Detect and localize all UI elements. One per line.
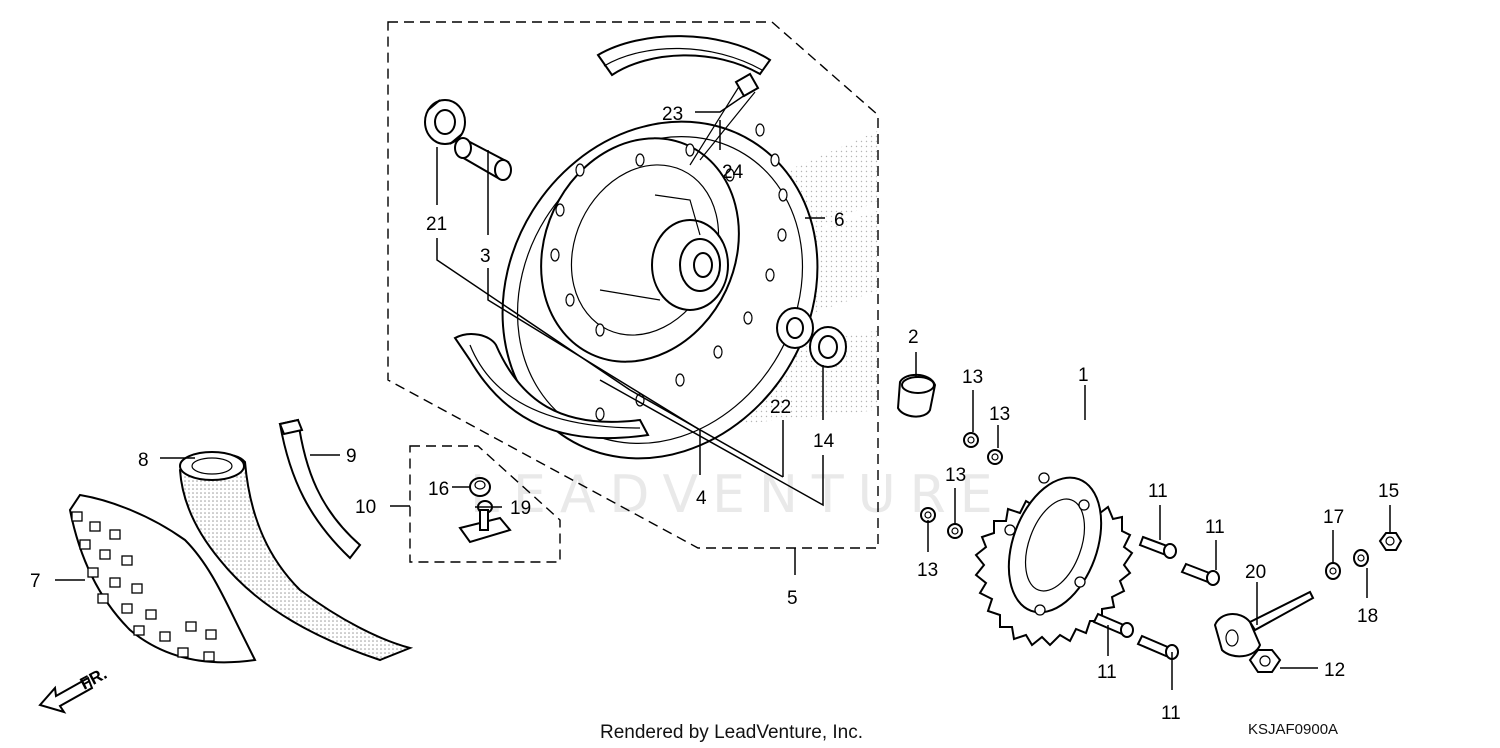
diagram-code: KSJAF0900A [1248, 721, 1338, 738]
callout-9: 9 [346, 446, 357, 467]
dust-seal [809, 326, 847, 368]
callout-14: 14 [813, 431, 835, 452]
callout-12: 12 [1324, 660, 1345, 681]
callout-19: 19 [510, 498, 531, 519]
valve-assembly-outline [409, 445, 561, 563]
callout-5: 5 [787, 588, 798, 609]
valve-nut [469, 477, 491, 497]
callout-24: 24 [722, 162, 744, 183]
callout-2: 2 [908, 327, 919, 348]
rim-band-upper [596, 35, 772, 77]
front-direction-arrow: FR. [38, 664, 110, 714]
sprocket [974, 472, 1134, 647]
rim-band [278, 418, 362, 560]
callout-15: 15 [1378, 481, 1399, 502]
lock-nut [1378, 532, 1403, 551]
sprocket-nut-1 [963, 432, 979, 448]
callout-1: 1 [1078, 365, 1089, 386]
callout-11-b: 11 [1205, 517, 1225, 538]
spoke-set [689, 72, 760, 166]
sprocket-bolt-3 [1092, 612, 1134, 638]
callout-8: 8 [138, 450, 149, 471]
callout-13-c: 13 [945, 465, 966, 486]
callout-21: 21 [426, 214, 447, 235]
sprocket-nut-2 [987, 449, 1003, 465]
sprocket-bolt-1 [1138, 535, 1177, 559]
leader-lines [55, 94, 1391, 690]
rim-band-lower [453, 333, 650, 440]
callout-11-a: 11 [1148, 481, 1168, 502]
sprocket-bolt-4 [1136, 634, 1179, 660]
callout-6: 6 [834, 210, 845, 231]
watermark-text: LEADVENTURE [470, 465, 1007, 525]
tire [68, 493, 257, 664]
callout-22: 22 [770, 397, 791, 418]
callout-17: 17 [1323, 507, 1344, 528]
callout-11-c: 11 [1097, 662, 1117, 683]
adjuster-washer [1325, 562, 1341, 580]
callout-7: 7 [30, 571, 41, 592]
adjuster-spring-washer [1353, 549, 1369, 567]
callout-16: 16 [428, 479, 449, 500]
callout-4: 4 [696, 488, 707, 509]
callout-labels: 1 2 3 4 5 6 7 8 9 10 11 11 11 11 12 13 1… [30, 104, 1399, 724]
side-collar [896, 373, 937, 418]
sprocket-bolt-2 [1180, 562, 1220, 586]
bearing-right [776, 307, 814, 349]
callout-11-d: 11 [1161, 703, 1181, 724]
callout-20: 20 [1245, 562, 1266, 583]
wheel-hub [540, 137, 740, 363]
distance-collar [454, 137, 512, 181]
sprocket-nut-4 [947, 523, 963, 539]
inner-tube [178, 451, 414, 662]
callout-18: 18 [1357, 606, 1378, 627]
valve-base [458, 509, 512, 544]
callout-23: 23 [662, 104, 683, 125]
callout-13-d: 13 [917, 560, 938, 581]
adjuster-nut [1248, 649, 1282, 673]
bearing-left [424, 99, 466, 145]
sprocket-nut-3 [920, 507, 936, 523]
callout-10: 10 [355, 497, 376, 518]
callout-13-b: 13 [989, 404, 1010, 425]
wheel-assembly-outline [387, 21, 879, 549]
callout-13-a: 13 [962, 367, 983, 388]
callout-3: 3 [480, 246, 491, 267]
chain-adjuster [1213, 590, 1315, 658]
footer-credit: Rendered by LeadVenture, Inc. [600, 722, 863, 743]
